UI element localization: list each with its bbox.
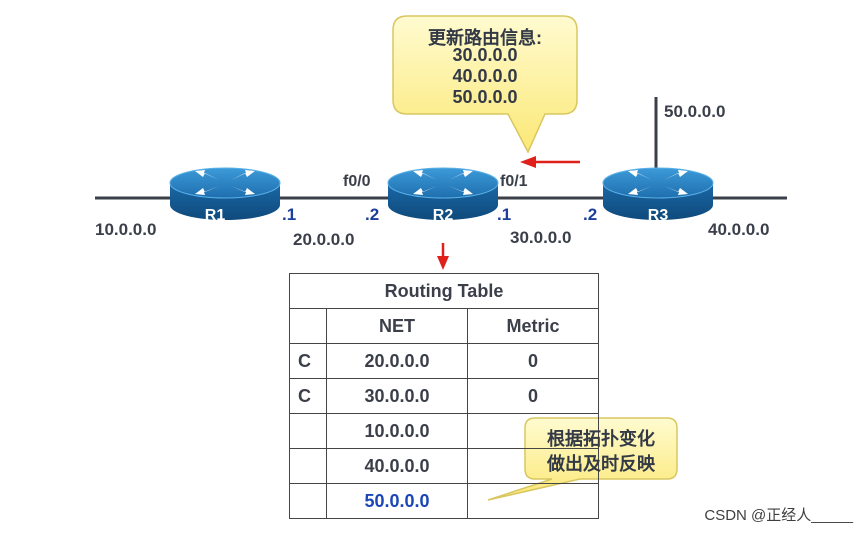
header-metric: Metric bbox=[467, 308, 599, 344]
row-code: C bbox=[289, 378, 327, 414]
row-code bbox=[289, 448, 327, 484]
iface-f01-label: f0/1 bbox=[500, 173, 528, 190]
row-net-new: 50.0.0.0 bbox=[326, 483, 468, 519]
ip-r2-left-label: .2 bbox=[365, 205, 380, 224]
row-net: 40.0.0.0 bbox=[326, 448, 468, 484]
row-code: C bbox=[289, 343, 327, 379]
callout-bottom-line-1: 根据拓扑变化 bbox=[547, 429, 655, 449]
table-row: C 20.0.0.0 0 bbox=[289, 343, 599, 379]
net-label-r2-r3: 30.0.0.0 bbox=[510, 228, 572, 247]
update-arrow bbox=[520, 156, 580, 168]
net-label-left: 10.0.0.0 bbox=[95, 220, 157, 239]
watermark: CSDN @正经人_____ bbox=[704, 507, 853, 524]
routing-table: Routing Table NET Metric C 20.0.0.0 0 C … bbox=[289, 273, 599, 519]
row-net: 20.0.0.0 bbox=[326, 343, 468, 379]
header-code-cell bbox=[289, 308, 327, 344]
router-r1-label: R1 bbox=[204, 207, 226, 224]
ip-r3-label: .2 bbox=[583, 205, 598, 224]
callout-top-route-1: 30.0.0.0 bbox=[452, 45, 518, 65]
row-metric: 0 bbox=[467, 378, 599, 414]
router-r2-label: R2 bbox=[432, 207, 454, 224]
callout-top-title: 更新路由信息: bbox=[428, 28, 542, 48]
row-code bbox=[289, 413, 327, 449]
table-arrow bbox=[437, 243, 449, 270]
row-net: 30.0.0.0 bbox=[326, 378, 468, 414]
row-metric: 0 bbox=[467, 343, 599, 379]
net-label-r1-r2: 20.0.0.0 bbox=[293, 230, 355, 249]
row-metric bbox=[467, 483, 599, 519]
net-label-right: 40.0.0.0 bbox=[708, 220, 770, 239]
router-r3-label: R3 bbox=[647, 207, 669, 224]
header-net: NET bbox=[326, 308, 468, 344]
callout-top-route-3: 50.0.0.0 bbox=[452, 87, 518, 107]
callout-top-bubble bbox=[392, 15, 578, 154]
ip-r1-label: .1 bbox=[282, 205, 297, 224]
callout-bottom-line-2: 做出及时反映 bbox=[547, 454, 655, 474]
iface-f00-label: f0/0 bbox=[343, 173, 371, 190]
net-label-top: 50.0.0.0 bbox=[664, 102, 726, 121]
routing-table-title: Routing Table bbox=[289, 273, 599, 309]
row-net: 10.0.0.0 bbox=[326, 413, 468, 449]
ip-r2-right-label: .1 bbox=[497, 205, 512, 224]
callout-top-route-2: 40.0.0.0 bbox=[452, 66, 518, 86]
network-links bbox=[95, 97, 787, 200]
table-row: 50.0.0.0 bbox=[289, 483, 599, 519]
row-code bbox=[289, 483, 327, 519]
table-row: C 30.0.0.0 0 bbox=[289, 378, 599, 414]
